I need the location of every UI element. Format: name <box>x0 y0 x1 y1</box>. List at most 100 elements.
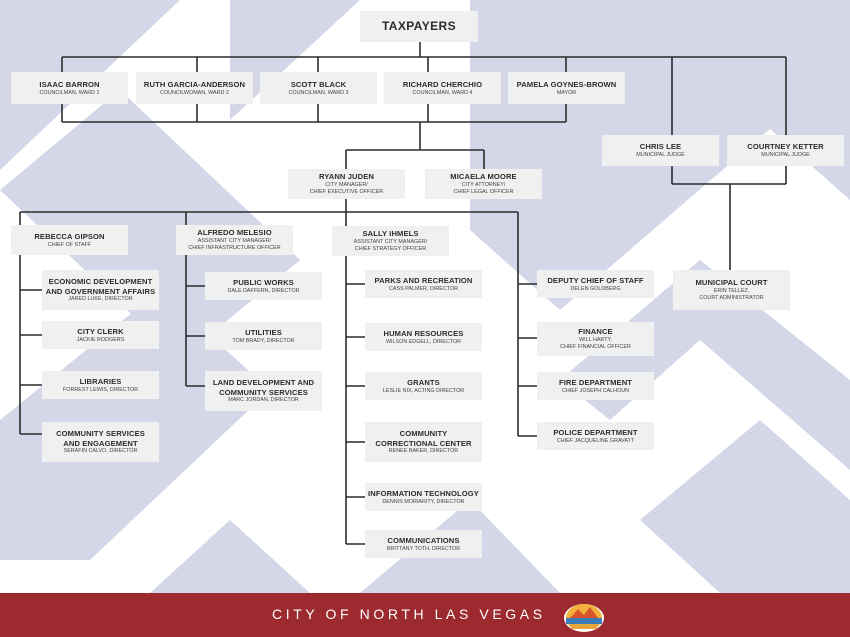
council-box-black: SCOTT BLACK COUNCILMAN, WARD 3 <box>260 72 377 104</box>
dept-name: FIRE DEPARTMENT <box>558 377 633 387</box>
dept-director: FORREST LEWIS, DIRECTOR <box>63 386 138 393</box>
dept-box-economic-development: ECONOMIC DEVELOPMENT AND GOVERNMENT AFFA… <box>42 270 159 310</box>
dept-box-city-clerk: CITY CLERK JACKIE RODGERS <box>42 321 159 349</box>
acm2-title-2: CHIEF STRATEGY OFFICER <box>354 245 427 252</box>
council-box-goynes-brown: PAMELA GOYNES-BROWN MAYOR <box>508 72 625 104</box>
council-name: RUTH GARCIA-ANDERSON <box>143 79 246 89</box>
attorney-title-1: CITY ATTORNEY/ <box>461 182 506 189</box>
dept-director: WILL HARTY, <box>579 337 612 344</box>
court-title-2: COURT ADMINISTRATOR <box>699 294 764 301</box>
council-title: COUNCILMAN, WARD 1 <box>39 89 100 96</box>
council-title: COUNCILMAN, WARD 4 <box>412 89 473 96</box>
council-box-cherchio: RICHARD CHERCHIO COUNCILMAN, WARD 4 <box>384 72 501 104</box>
dept-box-police-department: POLICE DEPARTMENT CHIEF JACQUELINE GRAVA… <box>537 422 654 450</box>
dept-box-utilities: UTILITIES TOM BRADY, DIRECTOR <box>205 322 322 350</box>
dept-name: CITY CLERK <box>77 326 124 336</box>
municipal-court-box: MUNICIPAL COURT ERIN TELLEZ, COURT ADMIN… <box>673 270 790 310</box>
council-name: ISAAC BARRON <box>39 79 100 89</box>
dept-director: RENEE BAKER, DIRECTOR <box>388 448 459 455</box>
dept-director: SERAFIN CALVO, DIRECTOR <box>63 448 138 455</box>
dept-name: UTILITIES <box>245 327 282 337</box>
court-title-1: ERIN TELLEZ, <box>713 288 750 295</box>
acm1-title-2: CHIEF INFRASTRUCTURE OFFICER <box>188 244 281 251</box>
council-name: PAMELA GOYNES-BROWN <box>516 79 617 89</box>
dept-box-fire-department: FIRE DEPARTMENT CHIEF JOSEPH CALHOUN <box>537 372 654 400</box>
footer-bar <box>0 593 850 637</box>
dept-box-finance: FINANCE WILL HARTY, CHIEF FINANCIAL OFFI… <box>537 322 654 356</box>
dept-director: CHIEF JACQUELINE GRAVATT <box>556 437 635 444</box>
dept-director: WILSON EDGELL, DIRECTOR <box>385 338 462 345</box>
dept-box-public-works: PUBLIC WORKS DALE DAFFERN, DIRECTOR <box>205 272 322 300</box>
dept-name: POLICE DEPARTMENT <box>553 427 638 437</box>
attorney-title-2: CHIEF LEGAL OFFICER <box>453 188 514 195</box>
cos-title: CHIEF OF STAFF <box>47 241 92 248</box>
attorney-name: MICAELA MOORE <box>450 172 517 182</box>
dept-name: ECONOMIC DEVELOPMENT <box>48 276 153 286</box>
taxpayers-box: TAXPAYERS <box>360 11 478 42</box>
dept-box-communications: COMMUNICATIONS BRITTANY TOTH, DIRECTOR <box>365 530 482 558</box>
dept-name: FINANCE <box>578 327 613 337</box>
dept-name: LIBRARIES <box>79 376 122 386</box>
dept-box-parks-recreation: PARKS AND RECREATION CASS PALMER, DIRECT… <box>365 270 482 298</box>
dept-box-land-development: LAND DEVELOPMENT AND COMMUNITY SERVICES … <box>205 371 322 411</box>
dept-director: JACKIE RODGERS <box>76 336 125 343</box>
council-name: SCOTT BLACK <box>290 79 347 89</box>
judge-box-ketter: COURTNEY KETTER MUNICIPAL JUDGE <box>727 135 844 166</box>
dept-box-community-services: COMMUNITY SERVICES AND ENGAGEMENT SERAFI… <box>42 422 159 462</box>
acm1-name: ALFREDO MELESIO <box>197 228 272 238</box>
dept-box-libraries: LIBRARIES FORREST LEWIS, DIRECTOR <box>42 371 159 399</box>
dept-director: BRITTANY TOTH, DIRECTOR <box>386 545 461 552</box>
footer-city-name: CITY OF NORTH LAS VEGAS <box>272 606 546 622</box>
dept-director: TOM BRADY, DIRECTOR <box>232 337 295 344</box>
dept-director: DENNIS MORIARITY, DIRECTOR <box>382 498 465 505</box>
cos-name: REBECCA GIPSON <box>34 231 105 241</box>
acm-strategy-box: SALLY IHMELS ASSISTANT CITY MANAGER/ CHI… <box>332 226 449 256</box>
dept-director: DELEN GOLDBERG <box>570 285 621 292</box>
acm-infrastructure-box: ALFREDO MELESIO ASSISTANT CITY MANAGER/ … <box>176 225 293 255</box>
dept-box-grants: GRANTS LESLIE NIX, ACTING DIRECTOR <box>365 372 482 400</box>
acm2-title-1: ASSISTANT CITY MANAGER/ <box>353 239 428 246</box>
court-name: MUNICIPAL COURT <box>695 278 768 288</box>
dept-name: GRANTS <box>407 377 440 387</box>
acm1-title-1: ASSISTANT CITY MANAGER/ <box>197 238 272 245</box>
dept-name: PARKS AND RECREATION <box>374 275 473 285</box>
judge-title: MUNICIPAL JUDGE <box>636 152 685 159</box>
city-attorney-box: MICAELA MOORE CITY ATTORNEY/ CHIEF LEGAL… <box>425 169 542 199</box>
dept-box-human-resources: HUMAN RESOURCES WILSON EDGELL, DIRECTOR <box>365 323 482 351</box>
council-title: MAYOR <box>556 89 577 96</box>
dept-director: CHIEF JOSEPH CALHOUN <box>561 387 630 394</box>
city-seal-icon <box>564 604 604 632</box>
taxpayers-label: TAXPAYERS <box>381 18 457 33</box>
dept-name: PUBLIC WORKS <box>233 277 294 287</box>
judge-name: COURTNEY KETTER <box>747 142 824 152</box>
dept-box-deputy-chief-of-staff: DEPUTY CHIEF OF STAFF DELEN GOLDBERG <box>537 270 654 298</box>
dept-name: HUMAN RESOURCES <box>383 328 464 338</box>
chief-of-staff-box: REBECCA GIPSON CHIEF OF STAFF <box>11 225 128 255</box>
manager-title-1: CITY MANAGER/ <box>325 182 368 189</box>
dept-director: JARED LUKE, DIRECTOR <box>68 296 133 303</box>
council-title: COUNCILMAN, WARD 3 <box>288 89 349 96</box>
dept-name-line-2: COMMUNITY SERVICES <box>219 387 308 397</box>
dept-director: CASS PALMER, DIRECTOR <box>389 285 458 292</box>
city-manager-box: RYANN JUDEN CITY MANAGER/ CHIEF EXECUTIV… <box>288 169 405 199</box>
dept-name: COMMUNITY <box>399 428 448 438</box>
council-name: RICHARD CHERCHIO <box>402 79 483 89</box>
dept-box-information-technology: INFORMATION TECHNOLOGY DENNIS MORIARITY,… <box>365 483 482 511</box>
dept-director: DALE DAFFERN, DIRECTOR <box>227 287 300 294</box>
judge-name: CHRIS LEE <box>639 142 682 152</box>
council-box-garcia-anderson: RUTH GARCIA-ANDERSON COUNCILWOMAN, WARD … <box>136 72 253 104</box>
dept-name: COMMUNICATIONS <box>387 535 460 545</box>
dept-director-line-2: CHIEF FINANCIAL OFFICER <box>560 343 631 350</box>
manager-name: RYANN JUDEN <box>319 172 374 182</box>
judge-box-lee: CHRIS LEE MUNICIPAL JUDGE <box>602 135 719 166</box>
dept-name: COMMUNITY SERVICES <box>56 428 145 438</box>
dept-director: MARC JORDAN, DIRECTOR <box>228 397 299 404</box>
council-box-barron: ISAAC BARRON COUNCILMAN, WARD 1 <box>11 72 128 104</box>
dept-name: INFORMATION TECHNOLOGY <box>368 488 479 498</box>
dept-name-line-2: AND ENGAGEMENT <box>63 438 138 448</box>
dept-box-correctional-center: COMMUNITY CORRECTIONAL CENTER RENEE BAKE… <box>365 422 482 462</box>
dept-director: LESLIE NIX, ACTING DIRECTOR <box>382 387 465 394</box>
judge-title: MUNICIPAL JUDGE <box>761 152 810 159</box>
dept-name: DEPUTY CHIEF OF STAFF <box>547 275 644 285</box>
dept-name: LAND DEVELOPMENT AND <box>212 377 315 387</box>
